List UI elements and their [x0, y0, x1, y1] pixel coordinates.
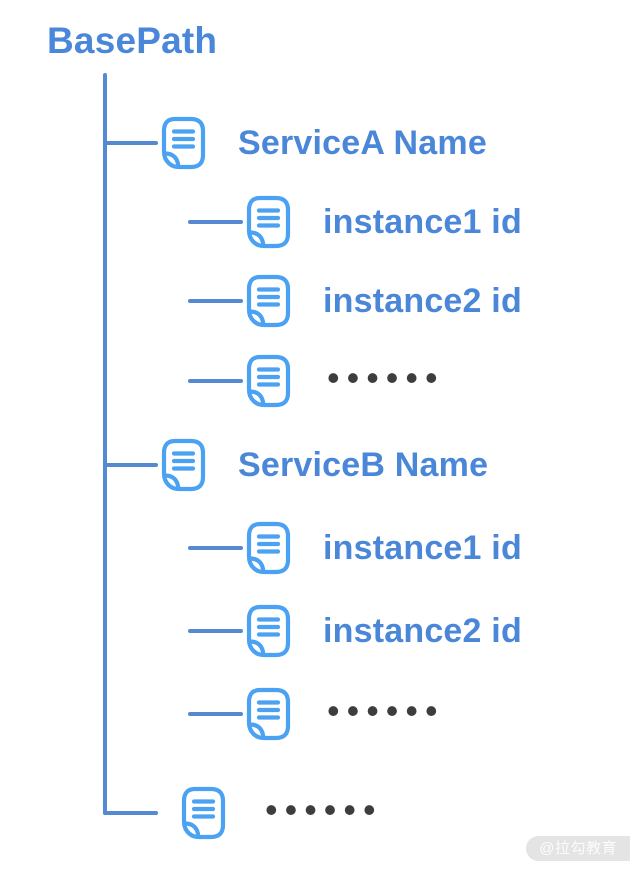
tree-node-service-b-more: •••••• [188, 686, 445, 742]
branch-line [103, 463, 158, 467]
tree-node-more-services: •••••• [103, 785, 383, 841]
instance-label: instance1 id [323, 202, 522, 241]
instance-label: instance2 id [323, 611, 522, 650]
tree-node-service-a-more: •••••• [188, 353, 445, 409]
document-icon [181, 786, 226, 840]
tree-node-service-b: ServiceB Name [103, 437, 488, 493]
document-icon [246, 604, 291, 658]
watermark-badge: @拉勾教育 [526, 836, 630, 861]
document-icon [246, 521, 291, 575]
tree-node-service-a-instance-2: instance2 id [188, 273, 522, 329]
branch-line [103, 811, 158, 815]
document-icon [161, 116, 206, 170]
branch-line [188, 299, 243, 303]
branch-line [188, 712, 243, 716]
service-b-label: ServiceB Name [238, 445, 489, 484]
instance-label: instance2 id [323, 281, 522, 320]
branch-line [188, 379, 243, 383]
tree-node-service-b-instance-2: instance2 id [188, 603, 522, 659]
service-a-label: ServiceA Name [238, 123, 487, 162]
document-icon [246, 195, 291, 249]
document-icon [246, 354, 291, 408]
branch-line [188, 220, 243, 224]
tree-node-service-b-instance-1: instance1 id [188, 520, 522, 576]
tree-trunk-line [103, 73, 107, 815]
ellipsis-dots: •••••• [327, 690, 445, 731]
ellipsis-dots: •••••• [265, 789, 383, 830]
document-icon [246, 687, 291, 741]
tree-node-service-a-instance-1: instance1 id [188, 194, 522, 250]
branch-line [188, 629, 243, 633]
document-icon [246, 274, 291, 328]
instance-label: instance1 id [323, 528, 522, 567]
branch-line [188, 546, 243, 550]
tree-node-service-a: ServiceA Name [103, 115, 487, 171]
root-node-label: BasePath [47, 20, 218, 61]
document-icon [161, 438, 206, 492]
ellipsis-dots: •••••• [327, 357, 445, 398]
branch-line [103, 141, 158, 145]
